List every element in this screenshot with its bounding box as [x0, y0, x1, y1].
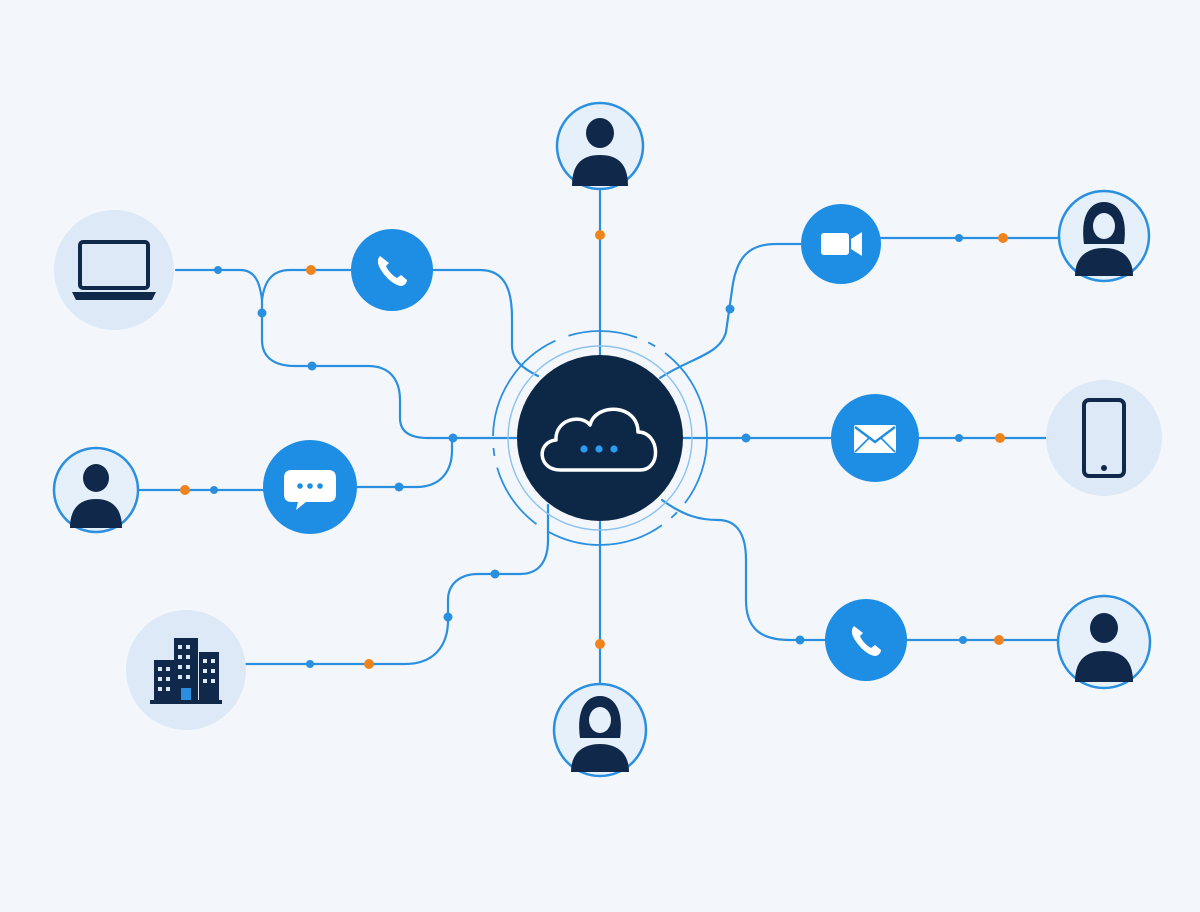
- connector-chat-hub: [354, 436, 454, 489]
- junction-dot-accent: [595, 639, 605, 649]
- junction-dot: [443, 612, 453, 622]
- junction-dot-accent: [180, 485, 190, 495]
- junction-dot: [257, 308, 267, 318]
- junction-dot: [307, 361, 317, 371]
- hub-outer-ring: [492, 330, 708, 546]
- junction-dot: [306, 660, 314, 668]
- person-male-icon: [70, 464, 122, 528]
- central-hub[interactable]: [492, 330, 708, 546]
- hub-core: [517, 355, 683, 521]
- junction-dot: [214, 266, 222, 274]
- junction-dot-accent: [994, 635, 1004, 645]
- junction-dot: [741, 433, 751, 443]
- junction-dot: [448, 433, 458, 443]
- node-video[interactable]: [801, 204, 881, 284]
- phone-icon: [377, 256, 407, 286]
- connector-phone-hub: [430, 268, 540, 378]
- junction-dot: [955, 434, 963, 442]
- smartphone-icon: [1082, 398, 1126, 478]
- node-chat[interactable]: [263, 440, 357, 534]
- junction-dot: [394, 482, 404, 492]
- junction-dots: [180, 230, 1008, 669]
- connector-laptop-hub-lower: [260, 298, 520, 440]
- junction-dot: [955, 234, 963, 242]
- junction-dot: [725, 304, 735, 314]
- junction-dot-accent: [595, 230, 605, 240]
- node-person-top[interactable]: [555, 101, 645, 191]
- node-phone-right[interactable]: [825, 599, 907, 681]
- office-building-icon: [150, 638, 222, 704]
- connector-building-hub: [244, 503, 550, 666]
- connector-hub-phone-right: [660, 498, 830, 642]
- person-female-icon: [571, 696, 629, 772]
- junction-dot: [795, 635, 805, 645]
- node-person-bottom-right[interactable]: [1056, 594, 1152, 690]
- node-person-bottom[interactable]: [552, 682, 648, 778]
- hub-inner-ring: [507, 345, 693, 531]
- junction-dot: [959, 636, 967, 644]
- laptop-icon: [72, 240, 156, 300]
- junction-dot-accent: [995, 433, 1005, 443]
- node-smartphone[interactable]: [1046, 380, 1162, 496]
- node-laptop[interactable]: [54, 210, 174, 330]
- junction-dot-accent: [364, 659, 374, 669]
- node-mail[interactable]: [831, 394, 919, 482]
- phone-icon: [851, 626, 881, 656]
- cloud-chat-icon: [540, 407, 658, 472]
- connector-laptop-phone: [174, 268, 354, 301]
- node-person-left[interactable]: [52, 446, 140, 534]
- person-male-icon: [1075, 613, 1133, 682]
- junction-dot: [490, 569, 500, 579]
- junction-dot: [210, 486, 218, 494]
- node-person-top-right[interactable]: [1057, 189, 1151, 283]
- person-male-icon: [572, 118, 628, 186]
- node-phone-left[interactable]: [351, 229, 433, 311]
- chat-bubble-icon: [284, 470, 336, 510]
- junction-dot-accent: [306, 265, 316, 275]
- person-female-icon: [1075, 202, 1133, 276]
- junction-dot-accent: [998, 233, 1008, 243]
- envelope-icon: [854, 425, 896, 453]
- node-building[interactable]: [126, 610, 246, 730]
- video-camera-icon: [821, 232, 862, 256]
